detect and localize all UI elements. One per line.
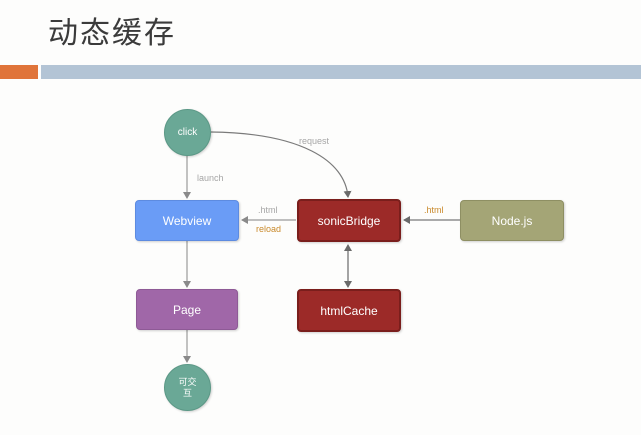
nodejs-node: Node.js [460, 200, 564, 241]
webview-node-label: Webview [162, 213, 212, 228]
webview-node: Webview [135, 200, 239, 241]
edge-label-html-webview: .html [258, 205, 278, 215]
interact-node: 可交 互 [164, 364, 211, 411]
edge-label-html-nodejs: .html [424, 205, 444, 215]
edge-label-reload: reload [256, 224, 282, 234]
interact-node-label-line1: 可交 [178, 376, 197, 387]
header-bar [41, 65, 641, 79]
sonicbridge-node: sonicBridge [297, 199, 401, 242]
edge-label-launch: launch [197, 173, 224, 183]
edge-click-sonicbridge [210, 131, 352, 198]
sonicbridge-node-label: sonicBridge [317, 213, 381, 228]
click-node-label: click [177, 127, 198, 138]
page-node: Page [136, 289, 238, 330]
htmlcache-node-label: htmlCache [320, 303, 378, 318]
edge-label-request: request [299, 136, 330, 146]
header-accent-bar [0, 65, 38, 79]
nodejs-node-label: Node.js [491, 213, 533, 228]
click-node: click [164, 109, 211, 156]
htmlcache-node: htmlCache [297, 289, 401, 332]
page-node-label: Page [172, 302, 202, 317]
slide-title: 动态缓存 [48, 16, 176, 51]
interact-node-label-line2: 互 [182, 387, 192, 398]
